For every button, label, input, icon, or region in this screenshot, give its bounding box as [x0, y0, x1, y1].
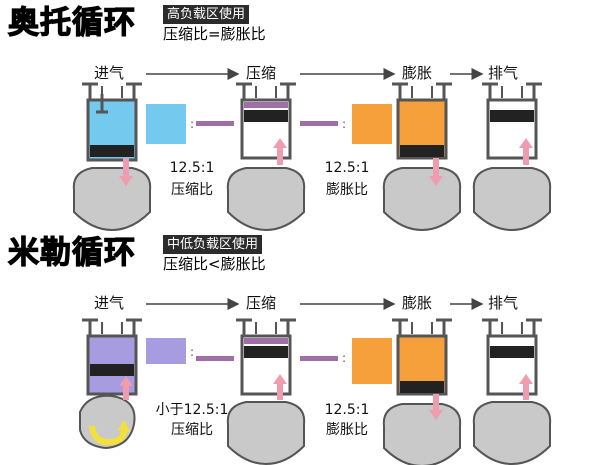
miller-compression-label: 压缩比 — [171, 422, 213, 438]
otto-expansion-cylinder — [382, 82, 462, 231]
miller-expansion-volume-box — [352, 338, 392, 384]
otto-expansion-ratio: 12.5:1 — [324, 160, 370, 176]
miller-title: 米勒循环 — [7, 235, 136, 271]
miller-stage-compression: 压缩 — [246, 294, 277, 312]
miller-compressed-volume-bar — [196, 356, 234, 361]
miller-compressed-volume-bar-2 — [300, 356, 338, 361]
miller-stage-exhaust: 排气 — [488, 294, 519, 312]
otto-compressed-volume-bar — [196, 121, 234, 126]
otto-stage-exhaust: 排气 — [488, 64, 519, 82]
otto-stage-intake: 进气 — [94, 64, 125, 82]
otto-exhaust-cylinder — [472, 82, 552, 231]
otto-usage-tag: 高负载区使用 — [163, 5, 250, 24]
miller-expansion-label: 膨胀比 — [326, 422, 368, 438]
otto-expansion-label: 膨胀比 — [326, 182, 368, 198]
miller-stage-expansion: 膨胀 — [402, 294, 433, 312]
miller-expansion-cylinder — [382, 318, 462, 465]
miller-intake-cylinder — [79, 318, 144, 450]
otto-compression-label: 压缩比 — [171, 182, 213, 198]
miller-intake-volume-box — [146, 338, 186, 364]
otto-subtitle: 压缩比=膨胀比 — [163, 25, 266, 43]
swirl-arrow-icon — [89, 425, 127, 446]
svg-text::: : — [190, 117, 194, 131]
miller-exhaust-cylinder — [472, 318, 552, 465]
miller-compression-ratio: 小于12.5:1 — [155, 402, 229, 418]
miller-compression-cylinder — [226, 318, 306, 465]
otto-intake-volume-box — [146, 104, 186, 144]
otto-stage-expansion: 膨胀 — [402, 64, 433, 82]
otto-compressed-volume-bar-2 — [300, 121, 338, 126]
miller-stage-intake: 进气 — [94, 294, 125, 312]
miller-expansion-ratio: 12.5:1 — [324, 402, 370, 418]
otto-expansion-volume-box — [352, 104, 392, 144]
svg-text::: : — [342, 117, 346, 131]
otto-compression-ratio: 12.5:1 — [169, 160, 215, 176]
otto-title: 奥托循环 — [7, 5, 136, 41]
otto-stage-compression: 压缩 — [246, 64, 277, 82]
miller-subtitle: 压缩比<膨胀比 — [163, 255, 266, 273]
svg-text::: : — [342, 351, 346, 365]
svg-text::: : — [190, 345, 194, 359]
miller-usage-tag: 中低负载区使用 — [163, 235, 263, 254]
otto-intake-cylinder — [72, 82, 152, 231]
otto-compression-cylinder — [226, 82, 306, 231]
